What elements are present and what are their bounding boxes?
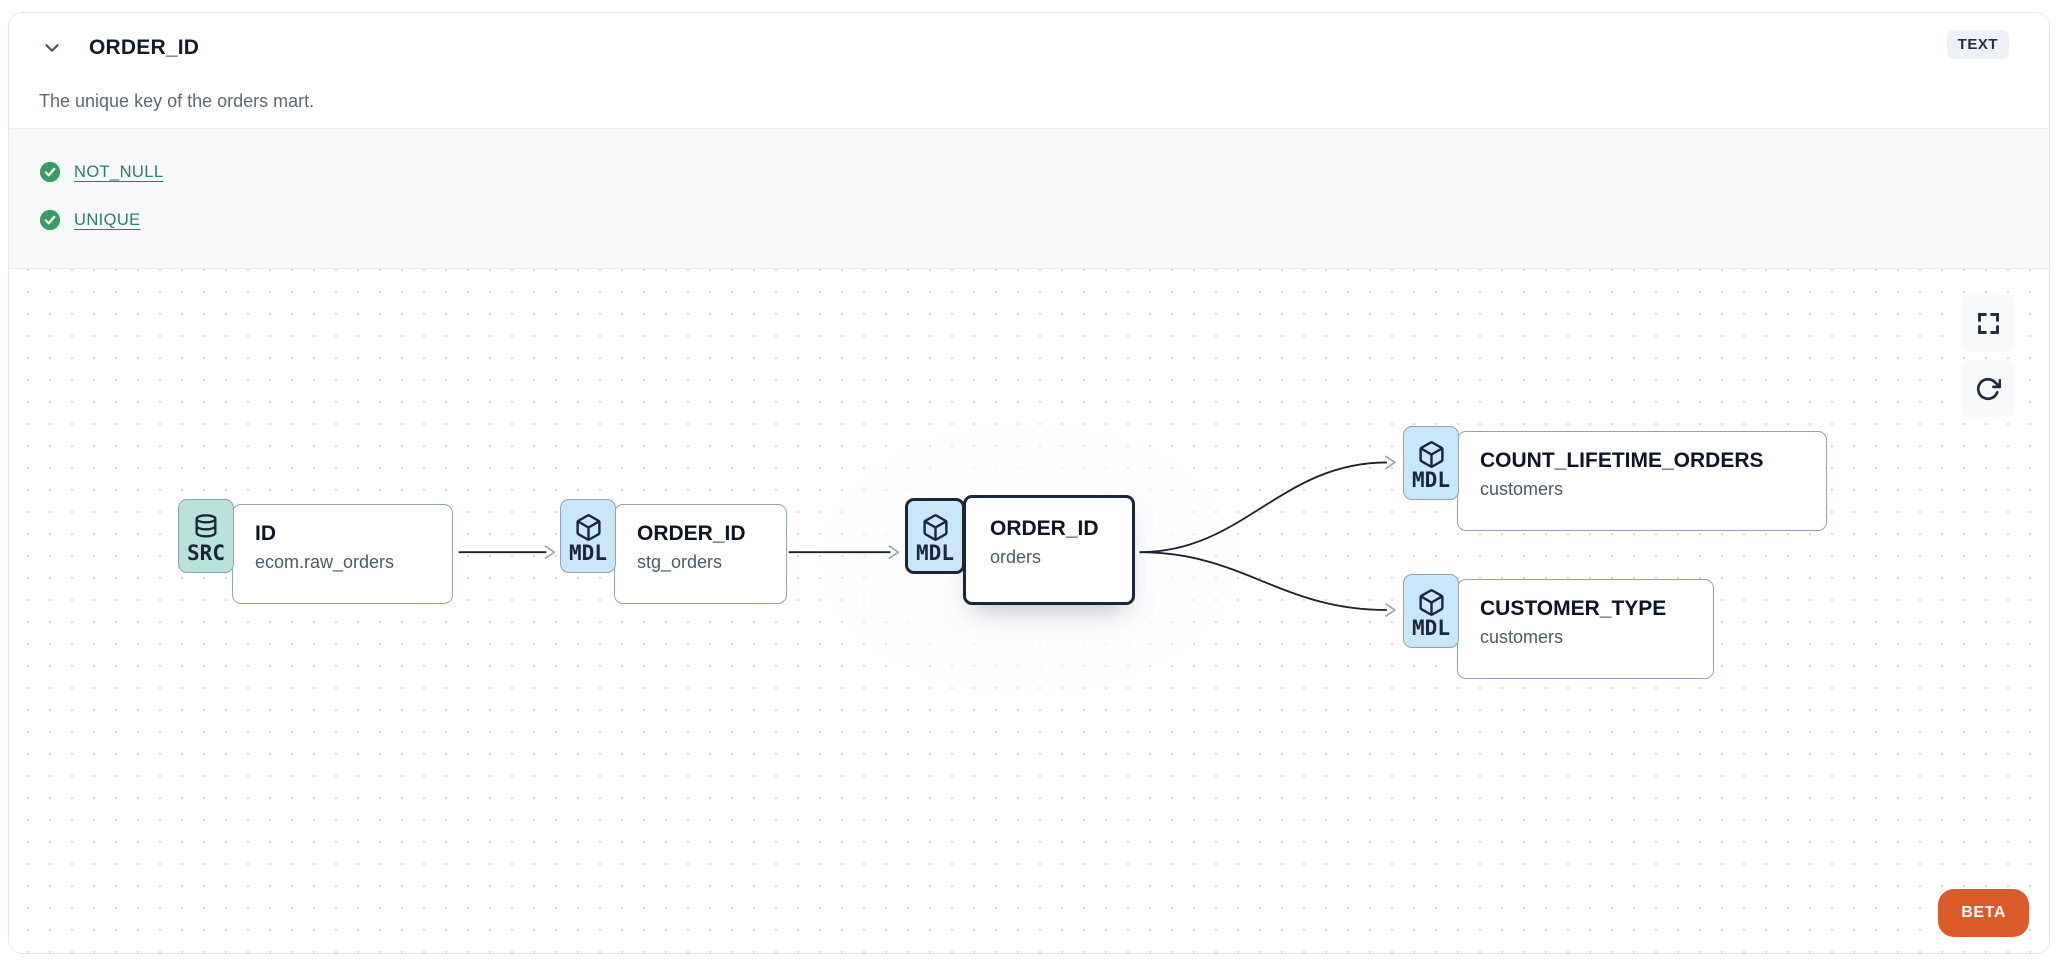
- node-subtitle: customers: [1480, 627, 1564, 648]
- test-row: NOT_NULL: [39, 160, 2049, 184]
- data-type-badge: TEXT: [1946, 30, 2009, 59]
- node-subtitle: customers: [1480, 479, 1564, 500]
- model-type-badge: MDL: [1403, 574, 1459, 648]
- badge-label: MDL: [1412, 467, 1450, 492]
- cube-icon: [922, 513, 948, 541]
- column-detail-panel: ORDER_ID TEXT The unique key of the orde…: [8, 12, 2050, 954]
- node-subtitle: ecom.raw_orders: [255, 552, 395, 573]
- badge-label: SRC: [187, 541, 225, 565]
- model-type-badge: MDL: [905, 498, 965, 574]
- node-subtitle: stg_orders: [637, 552, 723, 573]
- check-circle-icon: [39, 161, 61, 183]
- check-circle-icon: [39, 209, 61, 231]
- panel-header: ORDER_ID TEXT The unique key of the orde…: [9, 13, 2049, 128]
- arrowhead-icon: [544, 545, 556, 560]
- badge-label: MDL: [569, 540, 607, 565]
- node-subtitle: orders: [990, 547, 1042, 568]
- fullscreen-button[interactable]: [1961, 295, 2015, 351]
- badge-label: MDL: [1412, 615, 1450, 640]
- node-title: ID: [255, 522, 276, 545]
- collapse-toggle-button[interactable]: [39, 35, 65, 61]
- refresh-icon: [1976, 377, 2001, 401]
- column-description: The unique key of the orders mart.: [39, 91, 315, 111]
- model-type-badge: MDL: [560, 499, 616, 573]
- cube-icon: [1418, 440, 1444, 468]
- canvas-controls: [1961, 295, 2015, 417]
- chevron-down-icon: [45, 44, 59, 52]
- cube-icon: [575, 513, 601, 541]
- arrowhead-icon: [1385, 603, 1396, 617]
- test-link-not-null[interactable]: NOT_NULL: [74, 162, 164, 181]
- cube-icon: [1418, 588, 1444, 616]
- beta-badge[interactable]: BETA: [1938, 889, 2029, 937]
- refresh-button[interactable]: [1961, 361, 2015, 417]
- lineage-canvas[interactable]: ID ecom.raw_orders SRC ORDER_ID stg_orde…: [9, 269, 2049, 953]
- test-row: UNIQUE: [39, 208, 2049, 232]
- node-title: ORDER_ID: [990, 517, 1099, 540]
- test-link-unique[interactable]: UNIQUE: [74, 210, 141, 229]
- source-type-badge: SRC: [178, 499, 234, 573]
- column-title: ORDER_ID: [89, 36, 200, 59]
- node-title: ORDER_ID: [637, 522, 746, 545]
- badge-label: MDL: [916, 540, 954, 565]
- tests-section: NOT_NULL UNIQUE: [9, 128, 2049, 269]
- fullscreen-icon: [1977, 312, 1999, 334]
- arrowhead-icon: [1385, 455, 1396, 470]
- node-title: CUSTOMER_TYPE: [1480, 597, 1667, 620]
- node-title: COUNT_LIFETIME_ORDERS: [1480, 449, 1764, 472]
- database-icon: [195, 514, 217, 538]
- model-type-badge: MDL: [1403, 426, 1459, 500]
